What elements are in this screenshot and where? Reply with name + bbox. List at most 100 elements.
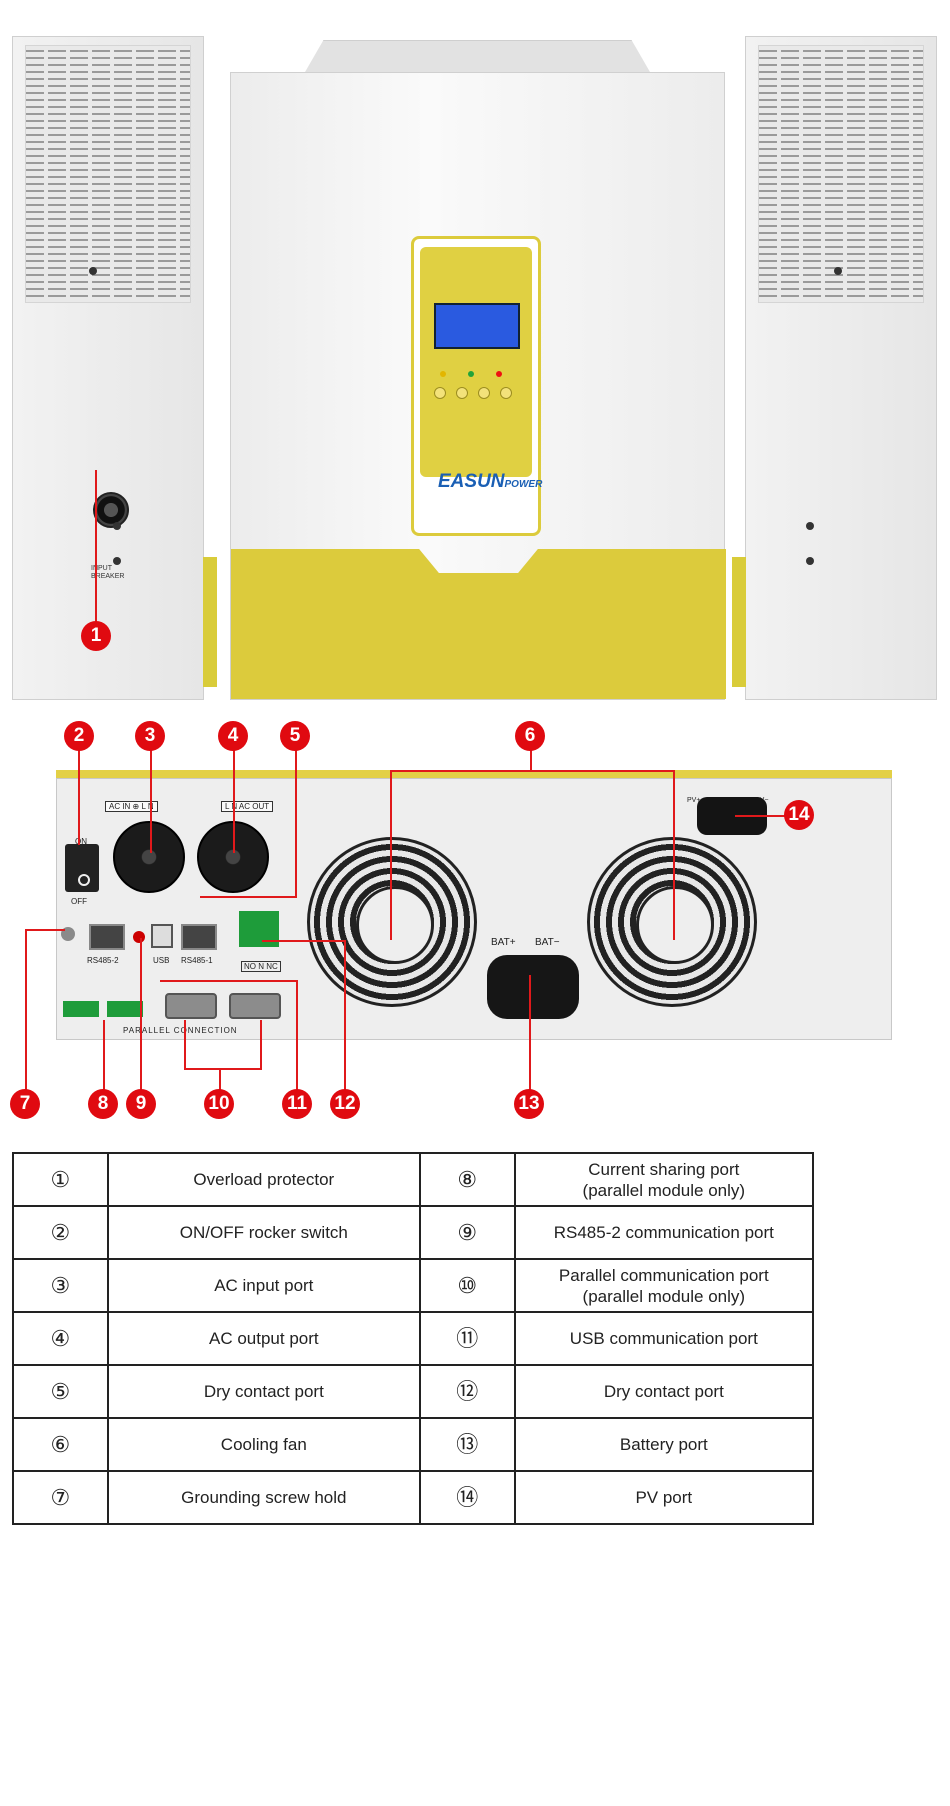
screw: [113, 522, 121, 530]
legend-right-description: Current sharing port (parallel module on…: [513, 1152, 815, 1207]
brand-logo: EASUNPOWER: [438, 471, 542, 493]
callout-line-10c: [184, 1068, 262, 1070]
callout-line-6b: [390, 770, 675, 772]
panel-button: [434, 387, 446, 399]
legend-left-description: AC input port: [106, 1258, 421, 1313]
switch-on-label: ON: [75, 837, 87, 846]
callout-line-10d: [219, 1068, 221, 1090]
marker-1: 1: [81, 621, 111, 651]
pv-plus-label: PV+: [687, 797, 701, 804]
callout-line-10a: [184, 1020, 186, 1070]
legend-left-number: ⑤: [12, 1364, 109, 1419]
callout-line-12a: [262, 940, 346, 942]
legend-right-description: PV port: [513, 1470, 815, 1525]
breaker-label-line1: INPUT: [91, 565, 112, 572]
dry-contact-pins-label: NO N NC: [241, 961, 281, 972]
callout-line-7b: [25, 929, 27, 1091]
yellow-base: [231, 549, 726, 699]
panel-button: [478, 387, 490, 399]
legend-left-description: Dry contact port: [106, 1364, 421, 1419]
legend-left-number: ⑥: [12, 1417, 109, 1472]
rear-panel-view: ON OFF AC IN ⊕ L N L N AC OUT RS485-2 US…: [56, 778, 892, 1040]
marker-4: 4: [218, 721, 248, 751]
reset-button: [133, 931, 145, 943]
marker-11: 11: [282, 1089, 312, 1119]
ac-in-label: AC IN ⊕ L N: [105, 801, 158, 812]
legend-left-description: Cooling fan: [106, 1417, 421, 1472]
side-accent-stripe: [203, 557, 217, 687]
legend-right-description: RS485-2 communication port: [513, 1205, 815, 1260]
marker-13: 13: [514, 1089, 544, 1119]
input-breaker: [93, 492, 129, 528]
callout-line-2: [78, 749, 80, 845]
parallel-connection-label: PARALLEL CONNECTION: [123, 1026, 238, 1035]
callout-line-5a: [295, 749, 297, 897]
legend-left-number: ①: [12, 1152, 109, 1207]
marker-5: 5: [280, 721, 310, 751]
marker-14: 14: [784, 800, 814, 830]
callout-line-7a: [25, 929, 65, 931]
legend-left-description: ON/OFF rocker switch: [106, 1205, 421, 1260]
legend-left-number: ②: [12, 1205, 109, 1260]
marker-3: 3: [135, 721, 165, 751]
usb-label: USB: [153, 956, 170, 965]
right-side-view: [732, 36, 937, 700]
led-indicator: [440, 371, 446, 377]
callout-line-6a: [530, 749, 532, 771]
battery-port: [487, 955, 579, 1019]
callout-line-9: [140, 938, 142, 1090]
callout-line-1: [95, 470, 97, 622]
rs485-1-label: RS485-1: [181, 956, 213, 965]
parallel-db9-port: [165, 993, 217, 1019]
legend-left-description: AC output port: [106, 1311, 421, 1366]
callout-line-8: [103, 1020, 105, 1090]
control-panel-inner: [420, 247, 532, 477]
legend-right-description: Battery port: [513, 1417, 815, 1472]
current-sharing-terminal: [63, 1001, 99, 1017]
legend-right-number: ⑬: [418, 1417, 516, 1472]
control-panel: EASUNPOWER: [411, 236, 542, 536]
lcd-display: [434, 303, 520, 349]
side-vent-grille: [25, 45, 191, 303]
led-indicator: [496, 371, 502, 377]
on-off-rocker-switch: [65, 844, 99, 892]
rs485-2-port: [89, 924, 125, 950]
marker-9: 9: [126, 1089, 156, 1119]
breaker-label: INPUT BREAKER: [91, 565, 124, 581]
callout-line-10b: [260, 1020, 262, 1070]
legend-right-number: ⑨: [418, 1205, 516, 1260]
callout-line-13: [529, 975, 531, 1090]
callout-line-6d: [673, 770, 675, 940]
screw: [806, 522, 814, 530]
screw: [834, 267, 842, 275]
marker-10: 10: [204, 1089, 234, 1119]
rs485-1-port: [181, 924, 217, 950]
marker-12: 12: [330, 1089, 360, 1119]
marker-2: 2: [64, 721, 94, 751]
front-view: EASUNPOWER: [230, 40, 726, 700]
side-accent-stripe: [732, 557, 746, 687]
switch-off-label: OFF: [71, 897, 87, 906]
panel-button: [500, 387, 512, 399]
rs485-2-label: RS485-2: [87, 956, 119, 965]
brand-sub: POWER: [504, 479, 543, 490]
legend-right-number: ⑫: [418, 1364, 516, 1419]
side-vent-grille: [758, 45, 924, 303]
cooling-fan: [307, 837, 477, 1007]
callout-line-12b: [344, 940, 346, 1090]
callout-line-14: [735, 815, 785, 817]
legend-right-number: ⑧: [418, 1152, 516, 1207]
legend-left-number: ③: [12, 1258, 109, 1313]
current-sharing-terminal: [107, 1001, 143, 1017]
marker-6: 6: [515, 721, 545, 751]
legend-right-description: USB communication port: [513, 1311, 815, 1366]
legend-right-description: Parallel communication port (parallel mo…: [513, 1258, 815, 1313]
